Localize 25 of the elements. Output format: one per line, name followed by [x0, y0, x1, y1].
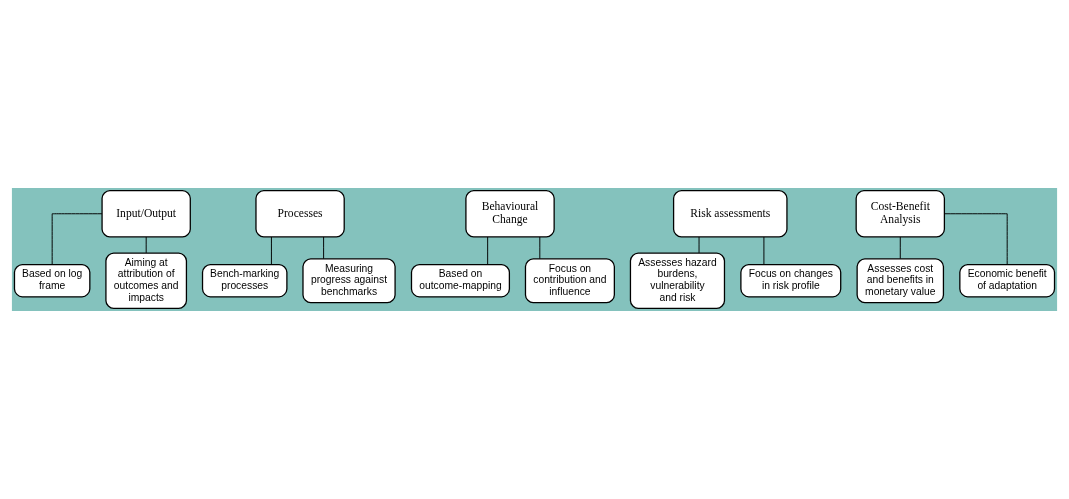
connector	[899, 236, 901, 260]
node-box: Measuring progress against benchmarks	[302, 258, 396, 304]
node-box: Processes	[255, 189, 345, 238]
node-box: Based on outcome-mapping	[410, 264, 511, 298]
node-box: Risk assessments	[672, 189, 788, 238]
node-box: Economic benefit of adaptation	[959, 264, 1056, 298]
connector	[51, 213, 103, 265]
node-box: Input/Output	[101, 189, 191, 238]
node-box: Cost-Benefit Analysis	[855, 189, 946, 238]
connector	[145, 236, 147, 254]
node-box: Assesses cost and benefits in monetary value	[856, 258, 945, 304]
connector	[323, 236, 325, 260]
node-box: Assesses hazard burdens, vulnerability and risk	[629, 252, 726, 310]
connector	[944, 213, 1008, 265]
connector	[539, 236, 541, 260]
node-box: Behavioural Change	[465, 189, 555, 238]
connector	[270, 236, 272, 265]
node-box: Focus on contribution and influence	[524, 258, 615, 304]
connector	[487, 236, 489, 265]
node-box: Aiming at attribution of outcomes and impacts	[105, 252, 188, 310]
node-box: Based on log frame	[13, 264, 91, 298]
connector	[698, 236, 700, 254]
node-box: Focus on changes in risk profile	[740, 264, 842, 298]
connector	[763, 236, 765, 265]
node-box: Bench-marking processes	[201, 264, 288, 298]
